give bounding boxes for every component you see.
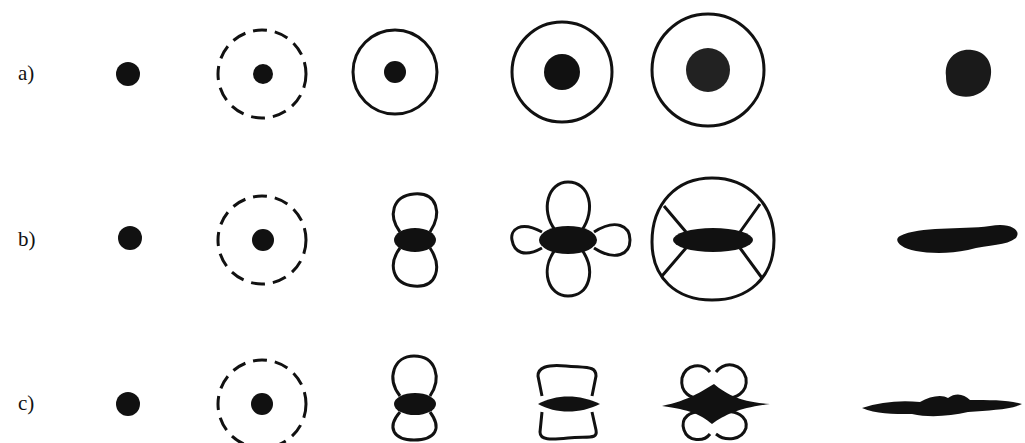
row-b [118,178,1018,300]
row-c [116,356,1022,443]
row-a [116,14,991,126]
row-label: a) [18,63,34,84]
row-label: b) [18,229,36,250]
row-label: c) [18,393,34,414]
